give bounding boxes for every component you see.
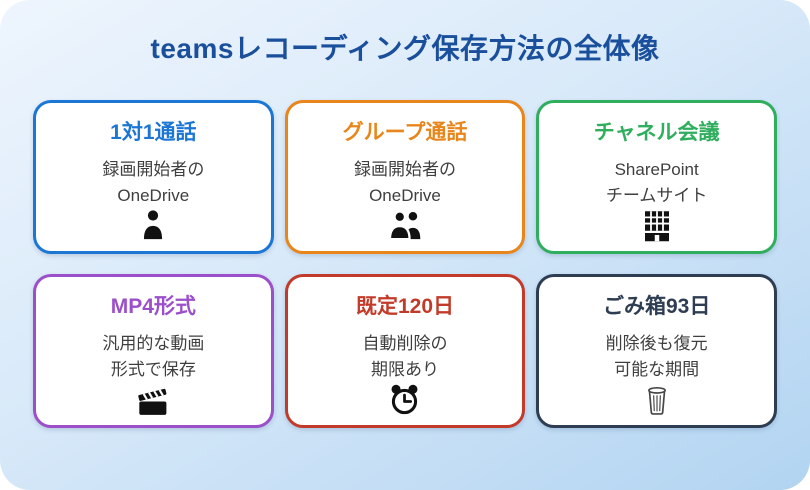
card-body-line: OneDrive [117, 185, 190, 205]
card-grid: 1対1通話 録画開始者の OneDrive グループ通話 録画開始者の OneD… [33, 100, 777, 428]
people-icon [385, 208, 425, 242]
card-body-line: 自動削除の [362, 334, 448, 353]
card-body-line: 形式で保存 [110, 359, 196, 379]
alarm-clock-icon [387, 382, 422, 417]
card-recycle-bin-93-days: ごみ箱93日 削除後も復元 可能な期間 [536, 274, 777, 428]
trash-icon [644, 385, 670, 416]
clapperboard-icon [134, 382, 172, 417]
card-title: チャネル会議 [593, 121, 720, 144]
card-body-line: SharePoint [614, 160, 699, 179]
card-title: グループ通話 [342, 121, 468, 144]
card-body-line: 可能な期間 [614, 359, 700, 379]
card-mp4-format: MP4形式 汎用的な動画 形式で保存 [33, 274, 274, 428]
card-channel-meeting: チャネル会議 SharePoint チームサイト [536, 100, 777, 254]
card-body-line: OneDrive [369, 185, 441, 205]
card-body-line: チームサイト [605, 185, 708, 205]
card-default-120-days: 既定120日 自動削除の 期限あり [284, 274, 526, 428]
page-title: teamsレコーディング保存方法の全体像 [150, 33, 660, 64]
card-body-line: 期限あり [370, 359, 439, 379]
card-title: 既定120日 [355, 295, 455, 318]
card-body-line: 録画開始者の [353, 160, 456, 179]
card-title: ごみ箱93日 [602, 295, 711, 318]
building-icon [639, 209, 675, 242]
card-body-line: 汎用的な動画 [102, 334, 205, 353]
person-icon [136, 208, 170, 242]
card-title: MP4形式 [110, 295, 196, 318]
card-body-line: 録画開始者の [102, 160, 205, 179]
card-group-call: グループ通話 録画開始者の OneDrive [284, 100, 526, 254]
card-title: 1対1通話 [110, 121, 197, 144]
card-one-on-one-call: 1対1通話 録画開始者の OneDrive [33, 100, 274, 254]
card-body-line: 削除後も復元 [605, 334, 708, 353]
